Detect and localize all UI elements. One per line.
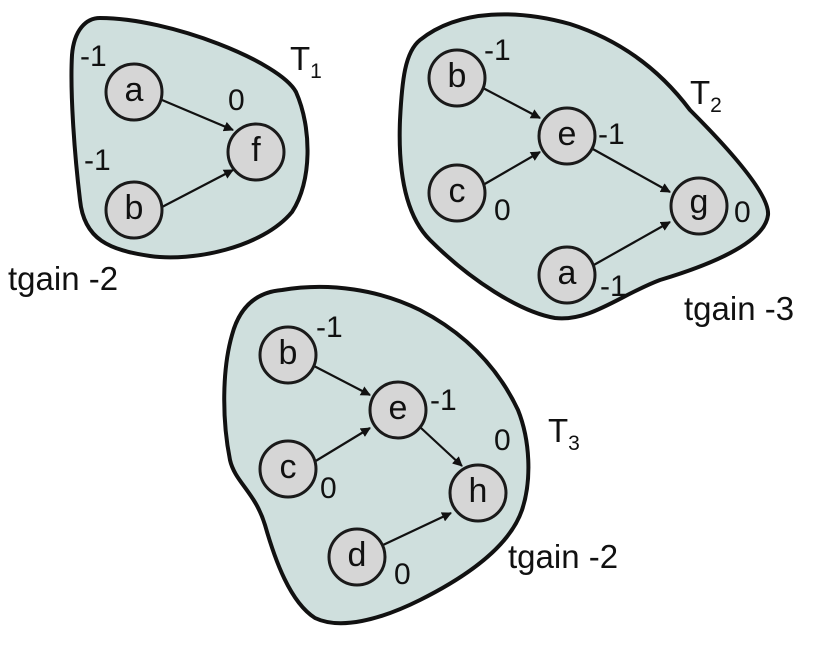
tree-t2-edges [482, 87, 671, 267]
node-circle [669, 176, 729, 236]
node-label: f [251, 131, 261, 169]
gain-d: 0 [394, 558, 411, 591]
node-a: a [104, 62, 164, 122]
node-label: e [558, 115, 577, 153]
node-c: c [258, 439, 318, 499]
node-circle [368, 380, 428, 440]
gain-b: -1 [84, 144, 111, 177]
tree-t2-tgain: tgain -3 [684, 290, 794, 327]
node-label: e [389, 389, 408, 427]
gain-b: -1 [316, 311, 343, 344]
node-label: b [448, 57, 467, 95]
node-circle [427, 48, 487, 108]
gain-f: 0 [228, 84, 245, 117]
edge-b-f [161, 169, 234, 208]
tree-t1-tgain: tgain -2 [8, 260, 118, 297]
tree-t2: b -1 e -1 c 0 g 0 a -1 T2 tgain -3 [397, 12, 794, 327]
node-label: a [125, 71, 144, 109]
gain-e: -1 [598, 118, 625, 151]
gain-e: -1 [430, 384, 457, 417]
node-b: b [258, 325, 318, 385]
node-label: g [690, 183, 709, 221]
node-e: e [368, 380, 428, 440]
edge-e-h [420, 427, 463, 467]
gain-a: -1 [80, 40, 107, 73]
node-label: c [449, 172, 466, 210]
node-label: a [558, 254, 577, 292]
node-f: f [226, 122, 286, 182]
gain-c: 0 [494, 194, 511, 227]
tree-t2-region [397, 12, 771, 321]
node-circle [327, 527, 387, 587]
node-h: h [448, 463, 508, 523]
tree-t3-edges [313, 365, 463, 546]
tree-t1: a -1 b -1 f 0 T1 tgain -2 [8, 16, 322, 297]
gain-b: -1 [484, 34, 511, 67]
tree-t3: b -1 e -1 c 0 h 0 d 0 T3 tgain -2 [222, 284, 618, 626]
node-circle [258, 439, 318, 499]
node-label: b [279, 334, 298, 372]
node-c: c [427, 163, 487, 223]
node-g: g [669, 176, 729, 236]
gain-c: 0 [320, 472, 337, 505]
node-d: d [327, 527, 387, 587]
node-label: h [469, 472, 488, 510]
tree-t1-name: T1 [290, 40, 322, 83]
tree-t3-name: T3 [548, 412, 580, 455]
tree-t2-name: T2 [690, 74, 722, 117]
edge-d-h [382, 512, 452, 546]
node-circle [537, 106, 597, 166]
node-b: b [104, 180, 164, 240]
node-label: c [280, 448, 297, 486]
edge-c-e [313, 427, 371, 463]
node-circle [537, 245, 597, 305]
node-circle [226, 122, 286, 182]
tree-t1-edges [161, 98, 234, 208]
node-a: a [537, 245, 597, 305]
gain-h: 0 [494, 424, 511, 457]
tree-t3-tgain: tgain -2 [508, 538, 618, 575]
edge-c-e [482, 151, 541, 186]
node-circle [427, 163, 487, 223]
edge-a-f [161, 98, 234, 132]
edge-b-e [482, 87, 541, 119]
node-label: d [348, 536, 367, 574]
node-circle [104, 62, 164, 122]
node-circle [104, 180, 164, 240]
edge-e-g [590, 147, 671, 193]
node-label: b [125, 189, 144, 227]
gain-a: -1 [600, 270, 627, 303]
node-b: b [427, 48, 487, 108]
gain-g: 0 [734, 196, 751, 229]
node-circle [258, 325, 318, 385]
edge-b-e [313, 365, 371, 396]
node-circle [448, 463, 508, 523]
edge-a-g [591, 221, 671, 267]
node-e: e [537, 106, 597, 166]
